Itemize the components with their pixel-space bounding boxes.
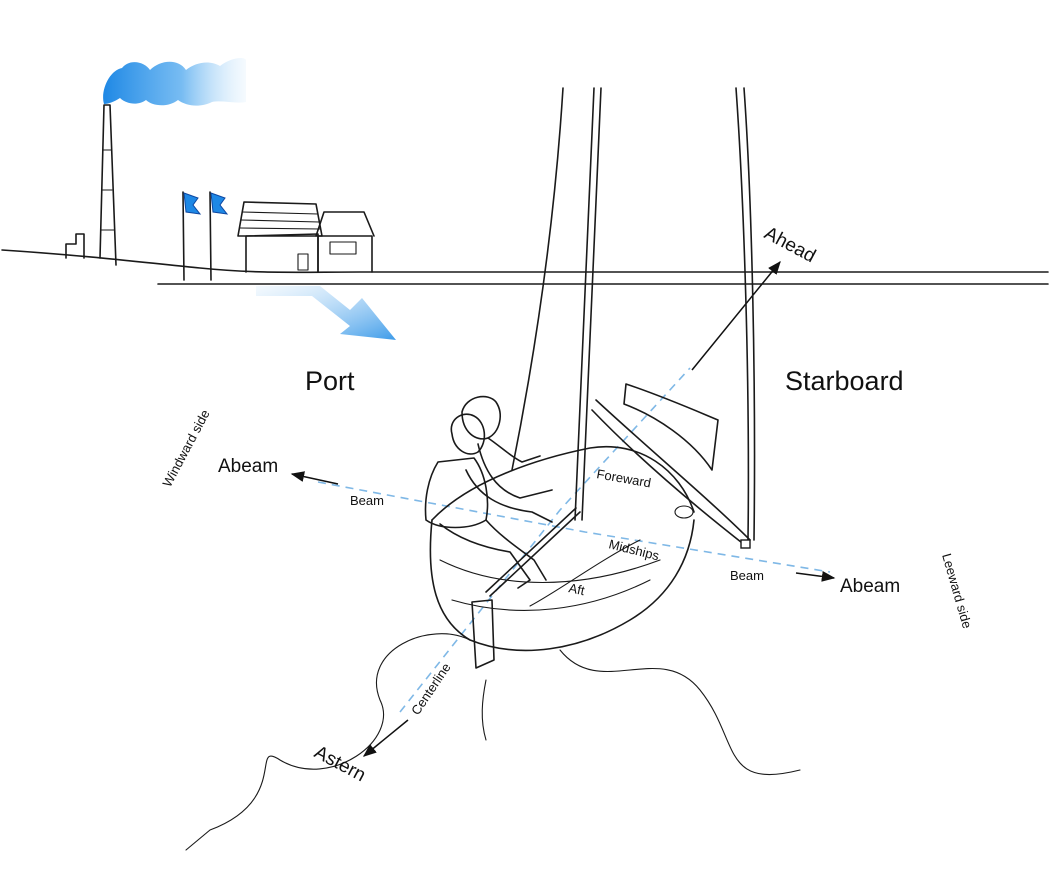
centerline-label: Centerline (408, 660, 454, 718)
factory-chimney (65, 104, 117, 266)
ahead-label: Ahead (761, 223, 819, 267)
leeward-side-label: Leeward side (939, 552, 975, 630)
sailboat-hull (429, 446, 695, 652)
beam-starboard-label: Beam (730, 568, 764, 583)
reference-lines (317, 367, 831, 713)
foreward-label: Foreward (595, 466, 652, 490)
wake (185, 633, 801, 851)
sailboat-rig (511, 87, 756, 549)
port-label: Port (305, 366, 355, 396)
astern-label: Astern (311, 742, 369, 786)
shoreline (1, 249, 1049, 285)
abeam-port-label: Abeam (218, 456, 278, 477)
midships-label: Midships (607, 536, 661, 563)
sailors (424, 395, 553, 589)
wind-arrow-icon (256, 286, 396, 340)
beam-port-label: Beam (350, 493, 384, 508)
windward-side-label: Windward side (159, 407, 212, 489)
rudder (471, 507, 581, 669)
shore-buildings (237, 201, 375, 273)
flag-icon (209, 191, 229, 281)
direction-arrows (290, 260, 836, 757)
abeam-starboard-label: Abeam (840, 576, 900, 597)
starboard-label: Starboard (785, 366, 904, 396)
smoke-cloud-icon (103, 58, 246, 106)
flag-icon (182, 191, 202, 281)
aft-label: Aft (567, 580, 586, 598)
